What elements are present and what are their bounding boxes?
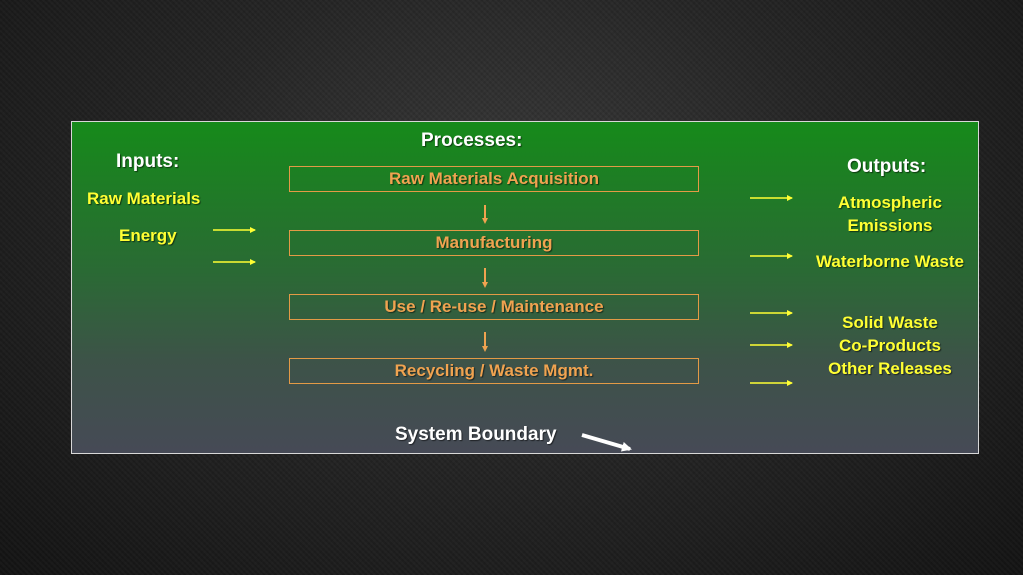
outputs-heading: Outputs:	[847, 156, 927, 177]
boundary-pointer-arrow	[581, 433, 632, 452]
system-boundary-panel	[71, 121, 979, 454]
output-emissions: Emissions	[847, 216, 933, 235]
process-step-label: Use / Re-use / Maintenance	[384, 297, 604, 316]
process-step-raw-materials-acquisition: Raw Materials Acquisition	[289, 166, 699, 192]
process-step-use-reuse-maintenance: Use / Re-use / Maintenance	[289, 294, 699, 320]
output-atmospheric: Atmospheric	[838, 193, 942, 212]
process-step-label: Raw Materials Acquisition	[388, 169, 600, 188]
process-step-label: Recycling / Waste Mgmt.	[394, 361, 594, 380]
output-solid-waste: Solid Waste	[842, 313, 938, 332]
system-boundary-label: System Boundary	[395, 424, 557, 445]
process-step-manufacturing: Manufacturing	[289, 230, 699, 256]
output-co-products: Co-Products	[839, 336, 941, 355]
inputs-heading: Inputs:	[116, 151, 180, 172]
input-energy: Energy	[119, 226, 177, 245]
input-raw-materials: Raw Materials	[87, 189, 201, 208]
process-step-label: Manufacturing	[435, 233, 553, 252]
output-other-releases: Other Releases	[828, 359, 952, 378]
process-step-recycling-waste: Recycling / Waste Mgmt.	[289, 358, 699, 384]
output-waterborne-waste: Waterborne Waste	[816, 252, 964, 271]
processes-heading: Processes:	[421, 130, 523, 151]
